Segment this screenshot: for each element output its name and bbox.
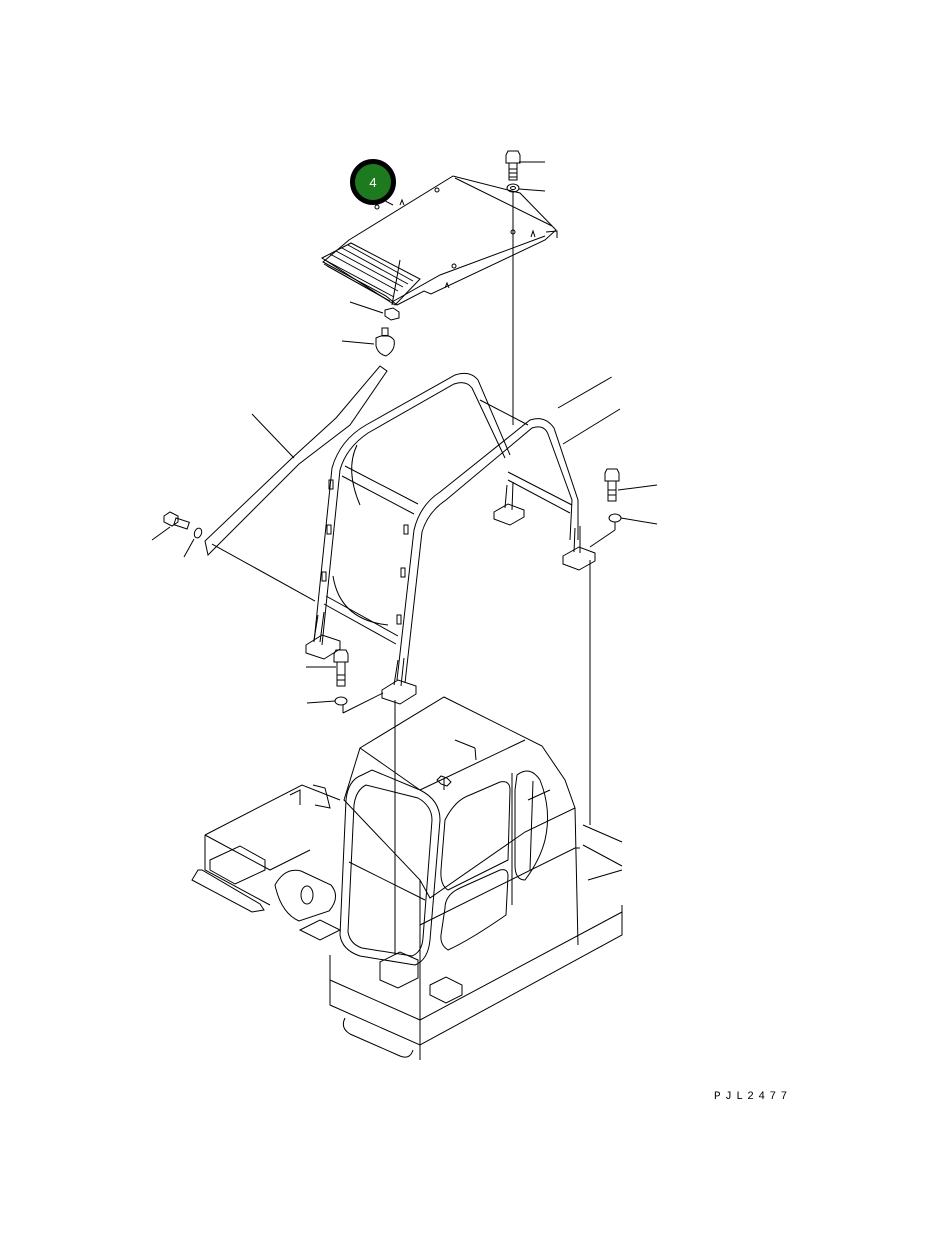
bolt-frame-front	[306, 650, 395, 955]
callout-badge-4[interactable]: 4	[350, 159, 396, 205]
callout-number: 4	[369, 174, 377, 190]
drawing-code: PJL2477	[714, 1091, 792, 1103]
bolt-frame-right	[590, 469, 657, 825]
operator-cab	[192, 697, 622, 1060]
guard-frame	[306, 373, 620, 704]
nut-and-cushion	[342, 302, 399, 356]
bolt-top-right	[506, 151, 545, 425]
diagonal-brace	[205, 366, 387, 601]
bolt-brace-left	[152, 512, 203, 557]
top-guard-plate	[322, 176, 557, 305]
